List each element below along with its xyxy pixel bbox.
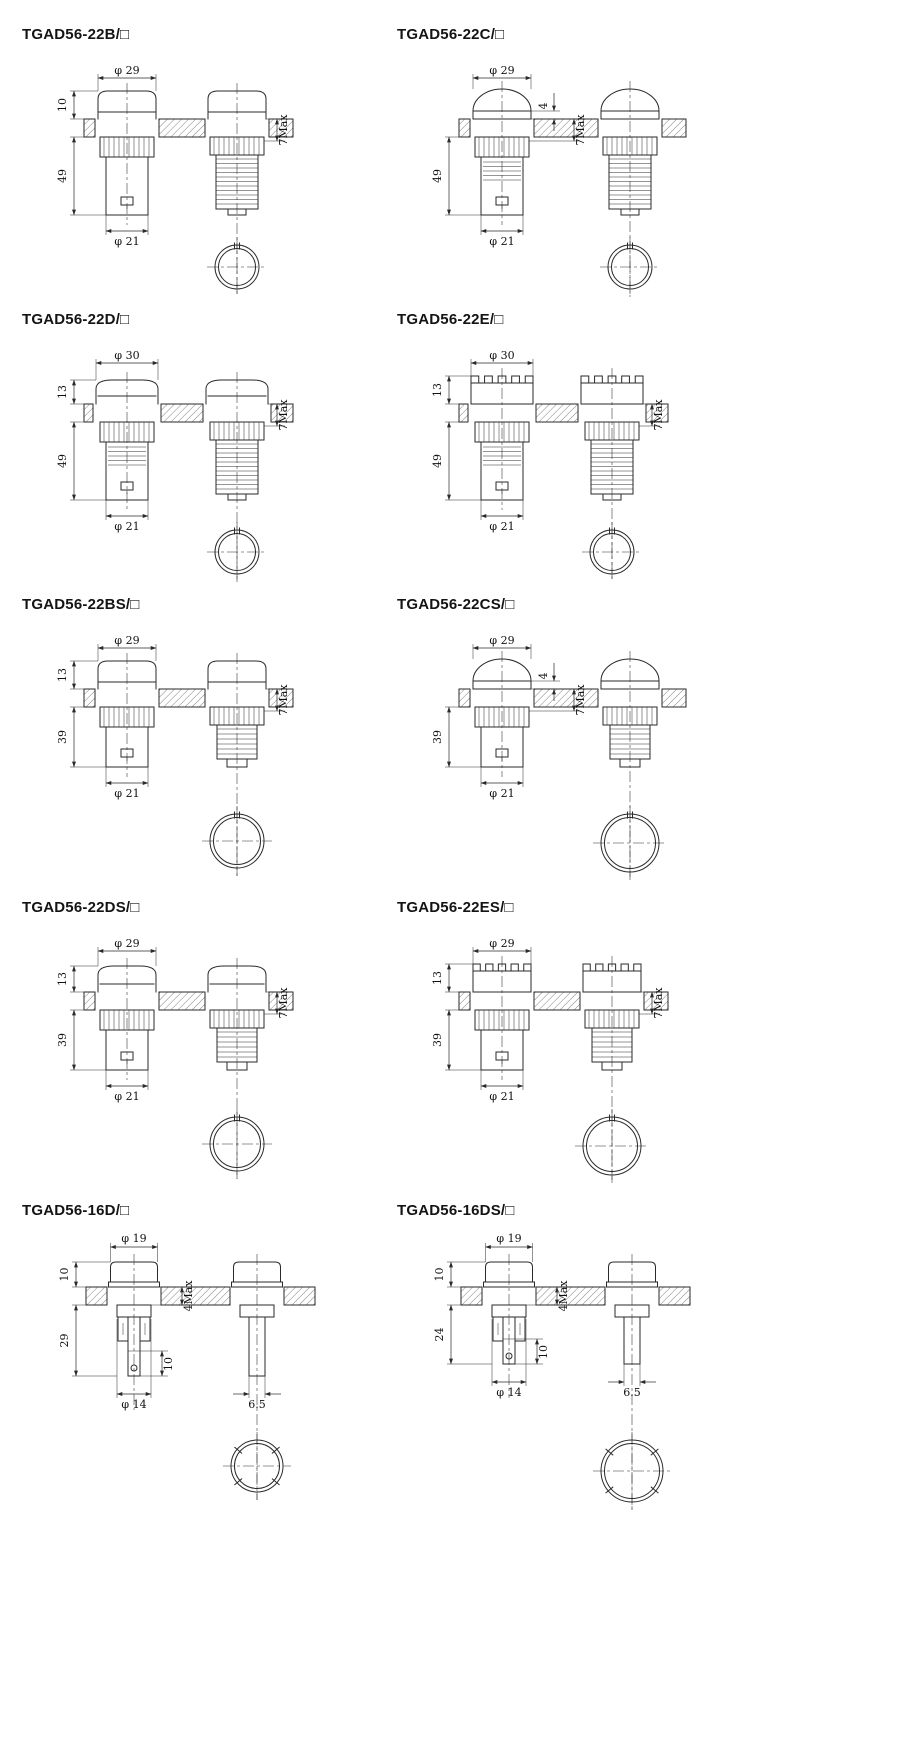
- dim-label: 7Max: [652, 399, 665, 431]
- panel-tgad56-22cs: TGAD56-22CS/□ φ 29 39 φ 21 4 7Max: [375, 584, 900, 887]
- model-title: TGAD56-22BS/□: [22, 596, 140, 613]
- dim-label: φ 21: [114, 235, 139, 248]
- dim-label: φ 29: [114, 937, 139, 950]
- model-title: TGAD56-22E/□: [397, 311, 504, 328]
- dim-label: 4Max: [182, 1280, 195, 1312]
- dim-label: φ 21: [114, 1090, 139, 1103]
- panel-tgad56-22b: TGAD56-22B/□ φ 29 10 49 φ 21 7Max: [0, 14, 375, 299]
- panel-tgad56-22d: TGAD56-22D/□ φ 30 13 49 φ 21 7Max: [0, 299, 375, 584]
- dim-label: φ 19: [496, 1232, 521, 1245]
- dimension-drawing-tgad56-22e: φ 30 13 49 φ 21 7Max: [431, 349, 669, 582]
- dim-label: φ 29: [489, 634, 514, 647]
- dim-label: 39: [56, 1033, 69, 1047]
- dimension-drawing-tgad56-16d: φ 19 10 29 10 φ 14 4Max 6.5: [58, 1232, 316, 1500]
- model-title: TGAD56-22C/□: [397, 26, 505, 43]
- dimension-drawing-tgad56-22b: φ 29 10 49 φ 21 7Max: [56, 64, 294, 297]
- dim-label: 49: [431, 454, 444, 468]
- dim-label: 10: [58, 1268, 71, 1282]
- dim-label: φ 21: [114, 520, 139, 533]
- dim-label: 49: [431, 169, 444, 183]
- catalog-page: TGAD56-22B/□ φ 29 10 49 φ 21 7Max TGAD56-22C…: [0, 14, 900, 1555]
- dim-label: 13: [431, 383, 444, 397]
- dimension-drawing-tgad56-22c: φ 29 49 φ 21 4 7Max: [431, 64, 687, 297]
- dimension-drawing-tgad56-22es: φ 29 13 39 φ 21 7Max: [431, 937, 669, 1183]
- dim-label: φ 21: [489, 235, 514, 248]
- dim-label: φ 21: [489, 1090, 514, 1103]
- dim-label: φ 21: [489, 520, 514, 533]
- model-title: TGAD56-22ES/□: [397, 899, 514, 916]
- dim-label: φ 21: [489, 787, 514, 800]
- dim-label: 7Max: [652, 987, 665, 1019]
- model-title: TGAD56-16DS/□: [397, 1202, 515, 1219]
- dim-label: 39: [56, 730, 69, 744]
- dim-label: 10: [162, 1357, 175, 1371]
- dim-label: φ 29: [489, 937, 514, 950]
- dim-label: φ 21: [114, 787, 139, 800]
- dim-label: 13: [56, 668, 69, 682]
- dim-label: φ 29: [114, 64, 139, 77]
- dim-label: 29: [58, 1334, 71, 1348]
- dim-label: 10: [433, 1268, 446, 1282]
- dim-label: 7Max: [574, 684, 587, 716]
- dim-label: φ 30: [114, 349, 139, 362]
- dim-label: 6.5: [248, 1398, 266, 1411]
- dim-label: 7Max: [277, 399, 290, 431]
- dim-label: 10: [56, 98, 69, 112]
- panel-tgad56-22e: TGAD56-22E/□ φ 30 13 49 φ 21 7Max: [375, 299, 900, 584]
- dim-label: φ 19: [121, 1232, 146, 1245]
- panel-tgad56-16d: TGAD56-16D/□ φ 19 10 29 10 φ 14 4Max 6.5: [0, 1190, 375, 1555]
- dimension-drawing-tgad56-22d: φ 30 13 49 φ 21 7Max: [56, 349, 294, 582]
- dim-label: 4: [537, 103, 550, 110]
- dimension-drawing-tgad56-16ds: φ 19 10 24 10 φ 14 4Max 6.5: [433, 1232, 691, 1510]
- model-title: TGAD56-16D/□: [22, 1202, 130, 1219]
- dim-label: 4Max: [557, 1280, 570, 1312]
- model-title: TGAD56-22DS/□: [22, 899, 140, 916]
- panel-grid: TGAD56-22B/□ φ 29 10 49 φ 21 7Max TGAD56-22C…: [0, 14, 900, 1555]
- dim-label: φ 14: [496, 1386, 521, 1399]
- dim-label: 6.5: [623, 1386, 641, 1399]
- panel-tgad56-22bs: TGAD56-22BS/□ φ 29 13 39 φ 21 7Max: [0, 584, 375, 887]
- panel-tgad56-22es: TGAD56-22ES/□ φ 29 13 39 φ 21 7Max: [375, 887, 900, 1190]
- model-title: TGAD56-22B/□: [22, 26, 130, 43]
- dim-label: 7Max: [277, 684, 290, 716]
- dim-label: 7Max: [574, 114, 587, 146]
- model-title: TGAD56-22CS/□: [397, 596, 515, 613]
- dim-label: φ 30: [489, 349, 514, 362]
- panel-tgad56-16ds: TGAD56-16DS/□ φ 19 10 24 10 φ 14 4Max 6.5: [375, 1190, 900, 1555]
- dimension-drawing-tgad56-22ds: φ 29 13 39 φ 21 7Max: [56, 937, 294, 1179]
- model-title: TGAD56-22D/□: [22, 311, 130, 328]
- dim-label: 10: [537, 1345, 550, 1359]
- dim-label: 39: [431, 1033, 444, 1047]
- dim-label: 7Max: [277, 114, 290, 146]
- dim-label: 13: [56, 385, 69, 399]
- dim-label: 39: [431, 730, 444, 744]
- dim-label: 49: [56, 454, 69, 468]
- dim-label: φ 14: [121, 1398, 146, 1411]
- dim-label: 7Max: [277, 987, 290, 1019]
- panel-tgad56-22c: TGAD56-22C/□ φ 29 49 φ 21 4 7Max: [375, 14, 900, 299]
- dim-label: 24: [433, 1328, 446, 1342]
- dim-label: 13: [431, 971, 444, 985]
- panel-tgad56-22ds: TGAD56-22DS/□ φ 29 13 39 φ 21 7Max: [0, 887, 375, 1190]
- dim-label: φ 29: [114, 634, 139, 647]
- dim-label: 4: [537, 673, 550, 680]
- dim-label: 13: [56, 972, 69, 986]
- dimension-drawing-tgad56-22bs: φ 29 13 39 φ 21 7Max: [56, 634, 294, 876]
- dimension-drawing-tgad56-22cs: φ 29 39 φ 21 4 7Max: [431, 634, 687, 880]
- dim-label: 49: [56, 169, 69, 183]
- dim-label: φ 29: [489, 64, 514, 77]
